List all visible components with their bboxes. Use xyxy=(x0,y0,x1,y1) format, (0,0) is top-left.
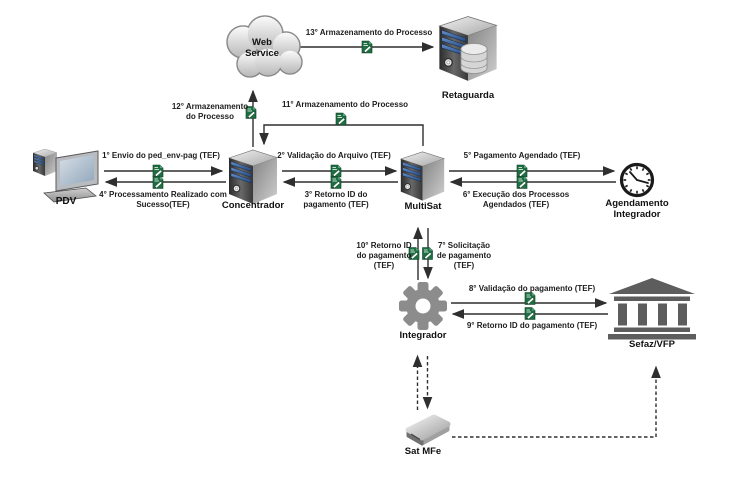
flow-label-6: 6° Execução dos Processos Agendados (TEF… xyxy=(462,190,570,209)
cloud-icon xyxy=(226,15,303,78)
flow-label-10: 10° Retorno ID do pagamento (TEF) xyxy=(356,241,412,270)
node-label-web-service: Web Service xyxy=(245,37,279,59)
node-label-multisat: MultiSat xyxy=(404,201,442,212)
document-icon xyxy=(330,176,342,189)
flow-label-7: 7° Solicitação de pagamento (TEF) xyxy=(436,241,492,270)
arrow-flow-11 xyxy=(259,124,424,146)
dashed-arrow-satmfe-to-sefaz xyxy=(452,365,661,438)
document-check-icons xyxy=(152,40,536,320)
flow-label-2: 2° Validação do Arquivo (TEF) xyxy=(277,151,391,160)
server-database-icon xyxy=(438,15,498,81)
document-icon xyxy=(152,164,164,178)
flow-label-1: 1° Envio do ped_env-pag (TEF) xyxy=(102,151,220,160)
clock-icon xyxy=(619,162,655,198)
node-label-integrador: Integrador xyxy=(399,330,447,341)
document-icon xyxy=(524,292,536,305)
document-icon xyxy=(524,307,536,320)
flow-label-5: 5° Pagamento Agendado (TEF) xyxy=(463,151,581,160)
node-label-concentrador: Concentrador xyxy=(221,200,285,211)
document-icon xyxy=(516,176,528,189)
flow-label-4: 4° Processamento Realizado com Sucesso(T… xyxy=(99,190,227,209)
server-icon xyxy=(400,151,445,201)
document-icon xyxy=(516,164,528,178)
node-label-agendamento-integrador: Agendamento Integrador xyxy=(605,198,669,220)
flow-label-3: 3° Retorno ID do pagamento (TEF) xyxy=(303,190,369,209)
document-icon xyxy=(335,112,347,126)
document-icon xyxy=(361,40,373,54)
desktop-computer-icon xyxy=(32,148,99,203)
node-label-pdv: PDV xyxy=(55,196,77,207)
flow-label-11: 11° Armazenamento do Processo xyxy=(281,100,409,109)
flow-label-8: 8° Validação do pagamento (TEF) xyxy=(468,284,596,293)
node-label-sefaz-vfp: Sefaz/VFP xyxy=(629,339,675,350)
node-label-sat-mfe: Sat MFe xyxy=(404,446,442,457)
document-icon xyxy=(152,176,164,189)
device-box-icon xyxy=(405,414,451,446)
document-icon xyxy=(422,247,433,260)
document-icon xyxy=(330,164,342,178)
gear-icon xyxy=(399,282,447,330)
flow-label-9: 9° Retorno ID do pagamento (TEF) xyxy=(466,321,598,330)
flow-label-13: 13° Armazenamento do Processo xyxy=(305,28,433,37)
bank-icon xyxy=(608,278,696,340)
flow-label-12: 12° Armazenamento do Processo xyxy=(171,102,249,121)
node-label-retaguarda: Retaguarda xyxy=(441,90,495,101)
